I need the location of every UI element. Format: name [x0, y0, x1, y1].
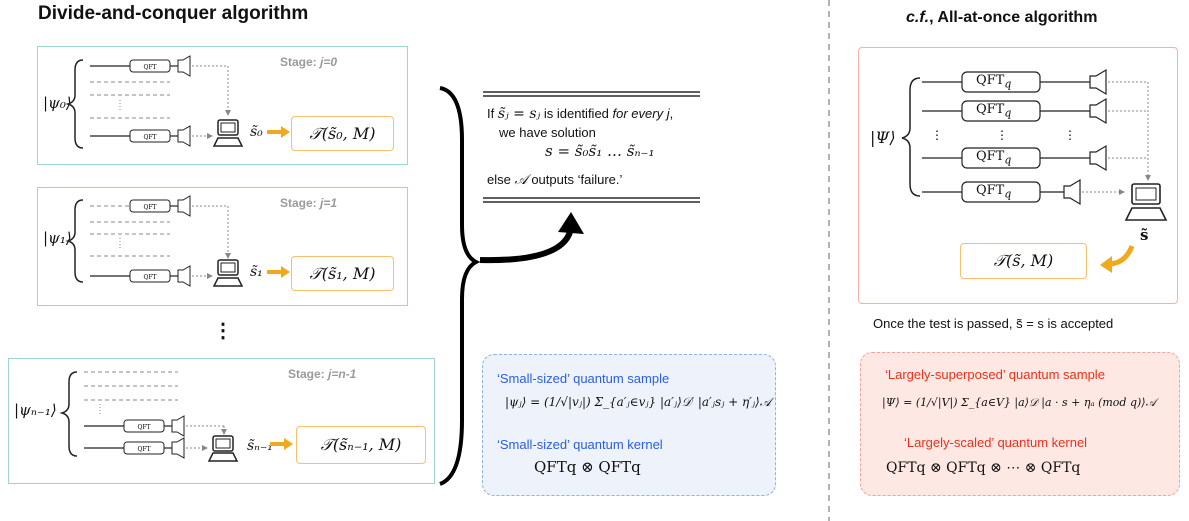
condition-line-1: If s̃ⱼ = sⱼ is identified for every j,: [487, 106, 674, 122]
circuit-stage-1: QFT QFT: [65, 195, 290, 287]
stage-s-n-1: s̃ₙ₋₁: [247, 438, 273, 454]
large-kernel-equation: QFTq ⊗ QFTq ⊗ ⋯ ⊗ QFTq: [886, 460, 1081, 476]
qft-label-2: QFTq: [976, 102, 1012, 120]
stage-ket-0: |ψ₀⟩: [43, 94, 72, 112]
test-box-n-1: 𝒯(s̃ₙ₋₁, M): [296, 426, 426, 464]
big-brace: [439, 86, 481, 486]
stage-label-1: Stage: j=1: [280, 196, 338, 210]
svg-text:QFT: QFT: [137, 446, 150, 453]
small-kernel-equation: QFTq ⊗ QFTq: [534, 458, 641, 476]
big-psi-ket: |Ψ⟩: [870, 128, 896, 147]
stage-label-n-1: Stage: j=n-1: [288, 367, 357, 381]
large-sample-equation: |Ψ⟩ = (1/√|V|) Σ_{a∈V} |a⟩𝒟 |a · s + ηₐ …: [882, 396, 1156, 409]
test-box-1: 𝒯(s̃₁, M): [291, 256, 394, 291]
svg-text:⋮: ⋮: [996, 128, 1008, 142]
accept-caption: Once the test is passed, s̃ = s is accep…: [873, 316, 1114, 331]
svg-text:⋮: ⋮: [931, 128, 943, 142]
circuit-stage-0: QFT QFT: [65, 55, 290, 149]
svg-text:QFT: QFT: [143, 64, 156, 71]
largely-sized-box: [860, 352, 1180, 496]
large-kernel-title: ‘Largely-scaled’ quantum kernel: [904, 435, 1088, 450]
condition-line-4: else 𝒜 outputs ‘failure.’: [487, 172, 623, 188]
svg-text:QFT: QFT: [137, 424, 150, 431]
solution-equation: s = s̃₀s̃₁ … s̃ₙ₋₁: [545, 142, 655, 160]
svg-text:QFT: QFT: [143, 274, 156, 281]
right-title: c.f., All-at-once algorithm: [906, 9, 1098, 26]
svg-text:QFT: QFT: [143, 204, 156, 211]
circuit-stage-n-1: QFT QFT: [59, 371, 293, 462]
stage-ket-n-1: |ψₙ₋₁⟩: [14, 401, 57, 419]
qft-label-1: QFTq: [976, 73, 1012, 91]
all-at-once-box: [858, 47, 1178, 304]
large-sample-title: ‘Largely-superposed’ quantum sample: [885, 367, 1105, 382]
stage-label-0: Stage: j=0: [280, 55, 338, 69]
stage-s-1: s̃₁: [250, 264, 263, 280]
svg-text:⋮: ⋮: [1064, 128, 1076, 142]
s-tilde-output: s̃: [1140, 226, 1149, 244]
stage-s-0: s̃₀: [250, 124, 263, 140]
small-sample-equation: |ψⱼ⟩ = (1/√|vⱼ|) Σ_{a′ⱼ∈vⱼ} |a′ⱼ⟩𝒟′ |a′ⱼ…: [505, 395, 772, 409]
right-test-box: 𝒯(s̃, M): [960, 243, 1087, 279]
test-box-0: 𝒯(s̃₀, M): [291, 116, 394, 151]
curved-arrow: [479, 230, 573, 264]
svg-text:QFT: QFT: [143, 134, 156, 141]
qft-label-4: QFTq: [976, 183, 1012, 201]
condition-line-2: we have solution: [499, 125, 596, 140]
stage-ket-1: |ψ₁⟩: [43, 229, 72, 247]
small-sized-box: [482, 354, 776, 496]
left-title: Divide-and-conquer algorithm: [38, 3, 309, 24]
qft-label-3: QFTq: [976, 149, 1012, 167]
small-kernel-title: ‘Small-sized’ quantum kernel: [497, 437, 663, 452]
stage-ellipsis: ⋮: [213, 320, 233, 342]
small-sample-title: ‘Small-sized’ quantum sample: [497, 371, 670, 386]
